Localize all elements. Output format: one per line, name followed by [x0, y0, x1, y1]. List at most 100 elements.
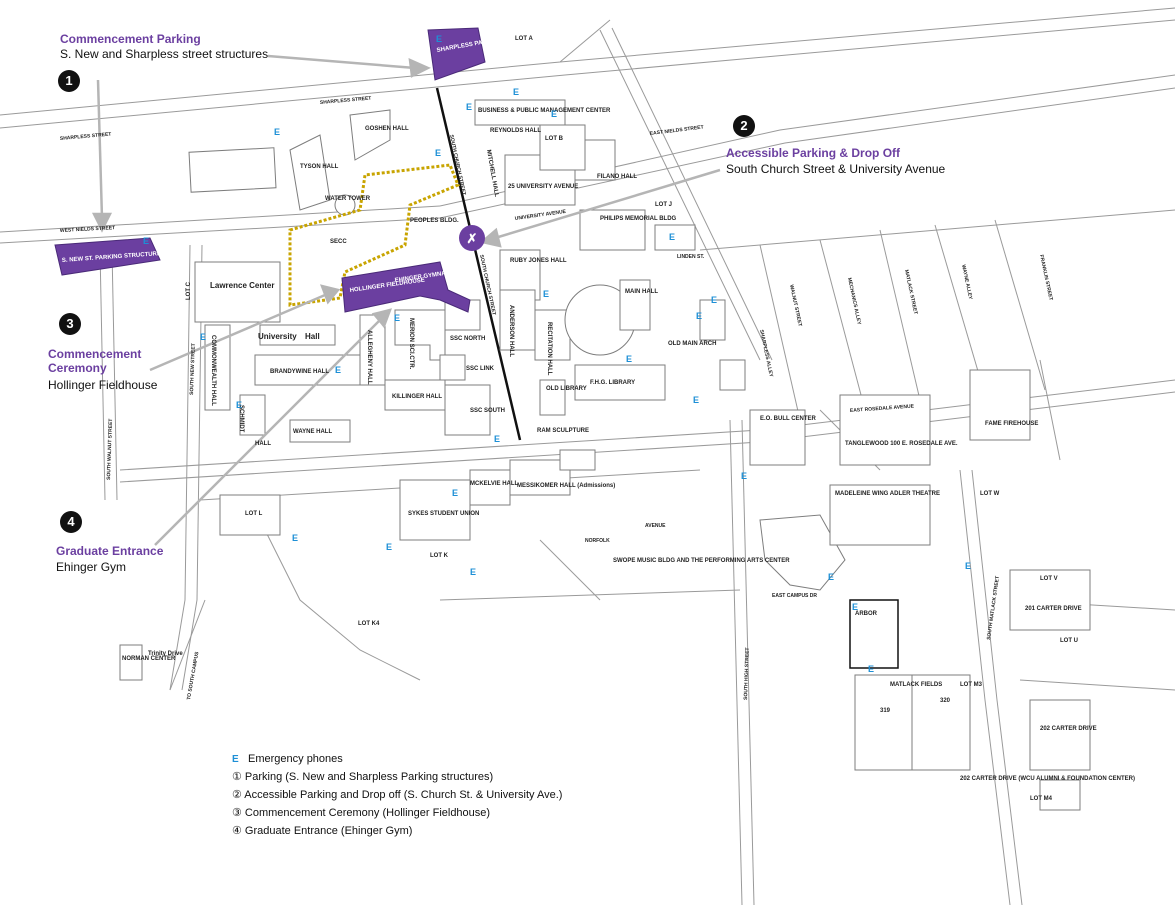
label-allegheny: ALLEGHENY HALL — [366, 330, 372, 385]
label-lot-u: LOT U — [1060, 638, 1078, 644]
label-peoples: PEOPLES BLDG. — [410, 218, 459, 224]
phone-icon: E — [236, 400, 242, 410]
label-lot-w: LOT W — [980, 491, 1000, 497]
street-label-west-nields: WEST NIELDS STREET — [60, 225, 116, 234]
phone-icon: E — [200, 332, 206, 342]
label-university-hall: Hall — [305, 332, 320, 341]
label-matlack-fields: MATLACK FIELDS — [890, 682, 942, 688]
phone-icon: E — [143, 236, 149, 246]
label-lot-b: LOT B — [545, 136, 564, 142]
label-lot-k4: LOT K4 — [358, 621, 380, 627]
label-goshen: GOSHEN HALL — [365, 126, 409, 132]
label-lot-v: LOT V — [1040, 576, 1058, 582]
label-trinity: Trinity Drive — [148, 651, 183, 657]
label-madeleine: MADELEINE WING ADLER THEATRE — [835, 491, 940, 497]
label-anderson: ANDERSON HALL — [508, 305, 514, 357]
phone-icon: E — [669, 232, 675, 242]
phone-icon: E — [965, 561, 971, 571]
callout-arrows — [91, 54, 721, 546]
label-swope: SWOPE MUSIC BLDG AND THE PERFORMING ARTS… — [613, 558, 790, 564]
label-mckelvie: MCKELVIE HALL — [470, 481, 519, 487]
street-label-walnut: WALNUT STREET — [788, 284, 803, 327]
callout-1-subtitle: S. New and Sharpless street structures — [60, 47, 269, 61]
hollinger-ehinger-shape — [341, 261, 471, 313]
street-label-east-rosedale: EAST ROSEDALE AVENUE — [850, 403, 915, 414]
callout-4-title: Graduate Entrance — [56, 544, 164, 558]
label-ssc-north: SSC NORTH — [450, 336, 485, 342]
phone-icon: E — [470, 567, 476, 577]
highlighted-buildings — [54, 27, 486, 313]
phone-icon: E — [711, 295, 717, 305]
street-label-mechanics-alley: MECHANICS ALLEY — [846, 277, 862, 326]
label-eo-bull: E.O. BULL CENTER — [760, 416, 817, 422]
label-lot-k: LOT K — [430, 553, 449, 559]
street-label-east-nields: EAST NIELDS STREET — [650, 124, 705, 137]
phone-icon: E — [274, 127, 280, 137]
phone-icon: E — [741, 471, 747, 481]
phone-icon: E — [452, 488, 458, 498]
label-field-319: 319 — [880, 708, 891, 714]
label-philips: PHILIPS MEMORIAL BLDG — [600, 216, 677, 222]
label-lot-m4: LOT M4 — [1030, 796, 1053, 802]
label-carter-202: 202 CARTER DRIVE — [1040, 726, 1097, 732]
phone-icon: E — [335, 365, 341, 375]
phone-icon: E — [394, 313, 400, 323]
callout-4-subtitle: Ehinger Gym — [56, 560, 127, 574]
sharpless-structure-shape — [427, 27, 486, 81]
callout-3-badge: 3 — [59, 313, 81, 335]
svg-text:✗: ✗ — [467, 231, 478, 246]
street-label-wayne-alley: WAYNE ALLEY — [960, 264, 973, 301]
label-business: BUSINESS & PUBLIC MANAGEMENT CENTER — [478, 108, 611, 114]
label-university: University — [258, 332, 297, 341]
label-mitchell: MITCHELL HALL — [485, 149, 499, 198]
label-lot-l: LOT L — [245, 511, 263, 517]
legend-text-phones: Emergency phones — [248, 753, 343, 765]
label-schmidt: SCHMIDT — [238, 405, 244, 433]
building-outlines — [119, 99, 1091, 811]
phone-icon: E — [232, 754, 239, 765]
label-commonwealth: COMMONWEALTH HALL — [210, 335, 216, 406]
label-sykes: SYKES STUDENT UNION — [408, 511, 479, 517]
phone-icon: E — [436, 34, 442, 44]
callout-1-title: Commencement Parking — [60, 32, 201, 46]
street-label-south-walnut: SOUTH WALNUT STREET — [106, 419, 114, 481]
label-recitation: RECITATION HALL — [546, 322, 552, 376]
phone-icon: E — [828, 572, 834, 582]
label-fame: FAME FIREHOUSE — [985, 421, 1038, 427]
phone-icon: E — [543, 289, 549, 299]
street-label-avenue: AVENUE — [645, 523, 666, 529]
label-wayne-hall: WAYNE HALL — [293, 429, 332, 435]
label-filano: FILANO HALL — [597, 174, 637, 180]
label-lot-c: LOT C — [186, 281, 192, 300]
legend-row-accessible: ② Accessible Parking and Drop off (S. Ch… — [232, 789, 563, 801]
accessible-dropoff-marker[interactable]: ✗ — [459, 225, 485, 251]
phone-icon: E — [513, 87, 519, 97]
street-label-east-campus-dr: EAST CAMPUS DR — [772, 593, 817, 599]
street-label-sharpless-2: SHARPLESS STREET — [320, 96, 372, 106]
label-ssc-link: SSC LINK — [466, 366, 495, 372]
callout-3-title: Commencement Ceremony — [48, 347, 142, 375]
label-ram-sculpture: RAM SCULPTURE — [537, 428, 589, 434]
label-carter-202-alumni: 202 CARTER DRIVE (WCU ALUMNI & FOUNDATIO… — [960, 776, 1135, 782]
label-old-library: OLD LIBRARY — [546, 386, 587, 392]
street-label-university-ave: UNIVERSITY AVENUE — [514, 209, 567, 222]
callout-4-badge: 4 — [60, 511, 82, 533]
callout-2-title: Accessible Parking & Drop Off — [726, 146, 901, 160]
street-label-sharpless: SHARPLESS STREET — [60, 132, 112, 142]
phone-icon: E — [494, 434, 500, 444]
label-ssc-south: SSC SOUTH — [470, 408, 505, 414]
label-merion: MERION SCI.CTR. — [408, 318, 414, 370]
label-lot-m3: LOT M3 — [960, 682, 983, 688]
emergency-phones: E E E E E E E E E E E E E E E E E E E E … — [143, 34, 971, 674]
phone-icon: E — [693, 395, 699, 405]
phone-icon: E — [551, 109, 557, 119]
label-field-320: 320 — [940, 698, 951, 704]
legend-row-graduate: ④ Graduate Entrance (Ehinger Gym) — [232, 825, 413, 837]
label-water-tower: WATER TOWER — [325, 196, 371, 202]
callout-3-subtitle: Hollinger Fieldhouse — [48, 378, 158, 392]
street-label-to-south-campus: TO SOUTH CAMPUS — [186, 651, 200, 701]
label-killinger: KILLINGER HALL — [392, 394, 442, 400]
label-main-hall: MAIN HALL — [625, 289, 658, 295]
